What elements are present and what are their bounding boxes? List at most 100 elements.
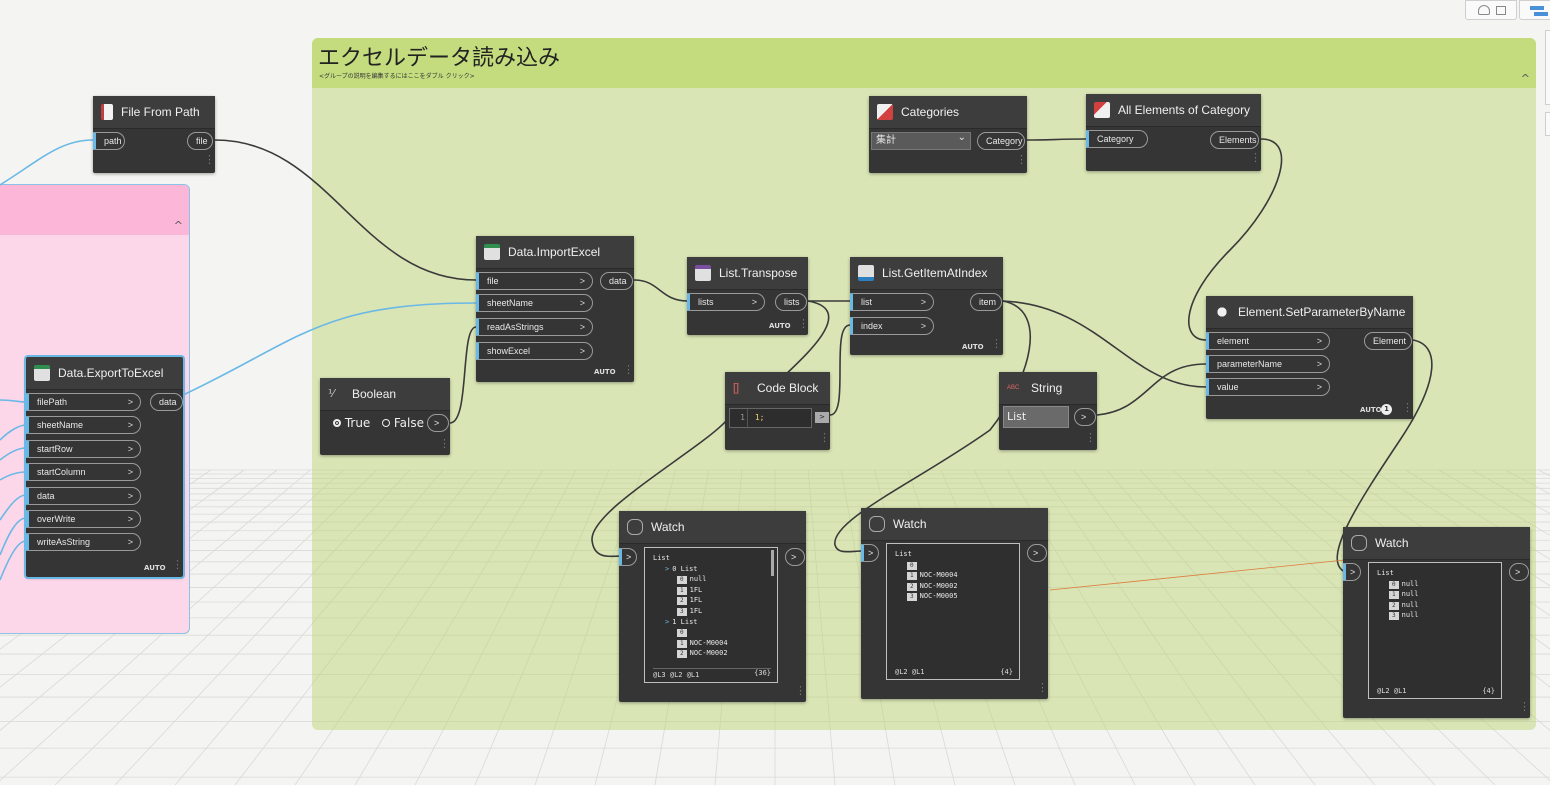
node-menu-icon[interactable]: ⋮ — [623, 363, 634, 376]
code-editor[interactable]: 1 1; — [729, 408, 812, 428]
scrollbar[interactable] — [771, 550, 774, 576]
group-header[interactable]: エクセルデータ読み込み <グループの説明を編集するにはここをダブル クリック> … — [312, 38, 1536, 88]
wire[interactable] — [1096, 363, 1207, 416]
port-element-out[interactable]: Element — [1364, 332, 1412, 350]
port-data-out[interactable]: data — [150, 393, 183, 411]
wire[interactable] — [1002, 300, 1207, 388]
node-file-from-path[interactable]: File From Path path file ⋮ — [93, 96, 215, 173]
watch-line[interactable]: List — [653, 554, 670, 562]
wire[interactable] — [0, 424, 27, 441]
node-header[interactable]: Watch — [1343, 527, 1530, 560]
port-watch-in[interactable]: > — [1343, 563, 1361, 581]
port-file-out[interactable]: file — [187, 132, 213, 150]
port-showexcel-in[interactable]: showExcel> — [476, 342, 593, 360]
node-string[interactable]: ABC String List > ⋮ — [999, 372, 1097, 450]
port-category-in[interactable]: Category — [1086, 130, 1148, 148]
node-menu-icon[interactable]: ⋮ — [1037, 681, 1048, 694]
wire[interactable] — [182, 302, 477, 396]
node-categories[interactable]: Categories 集計 ⌄ Category ⋮ — [869, 96, 1027, 173]
node-menu-icon[interactable]: ⋮ — [439, 437, 450, 450]
wire[interactable] — [633, 279, 689, 302]
right-side-panel-edge-2[interactable] — [1545, 112, 1550, 136]
port-readasstrings-in[interactable]: readAsStrings> — [476, 318, 593, 336]
lacing-label[interactable]: AUTO — [769, 322, 791, 330]
collapse-caret-icon[interactable]: ^ — [1520, 72, 1530, 85]
port-list-in[interactable]: list> — [850, 293, 934, 311]
expand-arrow-icon[interactable]: > — [665, 564, 670, 573]
node-list-transpose[interactable]: List.Transpose lists> lists AUTO ⋮ — [687, 257, 809, 335]
port-parametername-in[interactable]: parameterName> — [1206, 355, 1330, 373]
node-code-block[interactable]: [] Code Block 1 1; > ⋮ — [725, 372, 830, 450]
port-filepath-in[interactable]: filePath> — [26, 393, 141, 411]
warning-count-badge[interactable]: 1 — [1381, 404, 1392, 415]
port-overwrite-in[interactable]: overWrite> — [26, 510, 141, 528]
node-header[interactable]: Element.SetParameterByName — [1206, 296, 1413, 329]
group-pink-header[interactable] — [0, 185, 189, 235]
node-header[interactable]: All Elements of Category — [1086, 94, 1261, 127]
wire[interactable] — [0, 447, 27, 461]
right-side-panel-edge[interactable] — [1545, 30, 1550, 105]
wire[interactable] — [591, 419, 728, 558]
port-elements-out[interactable]: Elements — [1210, 131, 1259, 149]
wire[interactable] — [0, 471, 27, 481]
boolean-radio-false[interactable]: False — [382, 416, 424, 430]
port-sheetname-in[interactable]: sheetName> — [26, 416, 141, 435]
wire[interactable] — [829, 324, 851, 416]
node-header[interactable]: ⅟ Boolean — [320, 378, 450, 411]
watch-line[interactable]: List — [895, 550, 912, 558]
port-boolean-out[interactable]: > — [427, 414, 449, 432]
expand-arrow-icon[interactable]: > — [665, 617, 670, 626]
node-menu-icon[interactable]: ⋮ — [819, 431, 830, 444]
lacing-label[interactable]: AUTO — [1360, 406, 1382, 414]
node-header[interactable]: Data.ExportToExcel — [26, 357, 183, 390]
port-watch-out[interactable]: > — [1509, 563, 1529, 581]
group-description[interactable]: <グループの説明を編集するにはここをダブル クリック> — [319, 73, 475, 80]
node-menu-icon[interactable]: ⋮ — [1519, 700, 1530, 713]
port-watch-in[interactable]: > — [619, 548, 637, 566]
node-all-elements[interactable]: All Elements of Category Category Elemen… — [1086, 94, 1261, 171]
watch-line[interactable]: >1 List — [665, 618, 698, 626]
port-file-in[interactable]: file> — [476, 272, 593, 290]
port-startrow-in[interactable]: startRow> — [26, 439, 141, 458]
port-item-out[interactable]: item — [970, 293, 1002, 311]
port-watch-in[interactable]: > — [861, 544, 879, 562]
node-menu-icon[interactable]: ⋮ — [1402, 401, 1413, 414]
port-data-in[interactable]: data> — [26, 486, 141, 505]
node-menu-icon[interactable]: ⋮ — [172, 558, 183, 571]
port-value-in[interactable]: value> — [1206, 378, 1330, 396]
port-watch-out[interactable]: > — [1027, 544, 1047, 562]
wire[interactable] — [1026, 138, 1088, 141]
port-index-in[interactable]: index> — [850, 317, 934, 335]
node-import-excel[interactable]: Data.ImportExcel file> sheetName> readAs… — [476, 236, 634, 382]
node-get-item-at-index[interactable]: List.GetItemAtIndex list> index> item AU… — [850, 257, 1003, 355]
node-menu-icon[interactable]: ⋮ — [991, 337, 1002, 350]
node-header[interactable]: List.GetItemAtIndex — [850, 257, 1003, 290]
port-code-out[interactable]: > — [815, 412, 829, 423]
lacing-label[interactable]: AUTO — [962, 343, 984, 351]
node-set-parameter-by-name[interactable]: Element.SetParameterByName element> para… — [1206, 296, 1413, 419]
geometry-view-button[interactable] — [1465, 0, 1517, 20]
lacing-label[interactable]: AUTO — [594, 368, 616, 376]
node-menu-icon[interactable]: ⋮ — [1016, 153, 1027, 166]
wire[interactable] — [0, 540, 27, 581]
wire[interactable] — [0, 494, 27, 521]
lacing-label[interactable]: AUTO — [144, 564, 166, 572]
node-menu-icon[interactable]: ⋮ — [1250, 151, 1261, 164]
node-header[interactable]: ABC String — [999, 372, 1097, 405]
port-element-in[interactable]: element> — [1206, 332, 1330, 350]
watch-line[interactable]: 0 — [907, 561, 920, 570]
group-title[interactable]: エクセルデータ読み込み — [318, 46, 561, 71]
node-header[interactable]: [] Code Block — [725, 372, 830, 405]
node-header[interactable]: File From Path — [93, 96, 215, 129]
wire[interactable] — [1336, 339, 1433, 573]
